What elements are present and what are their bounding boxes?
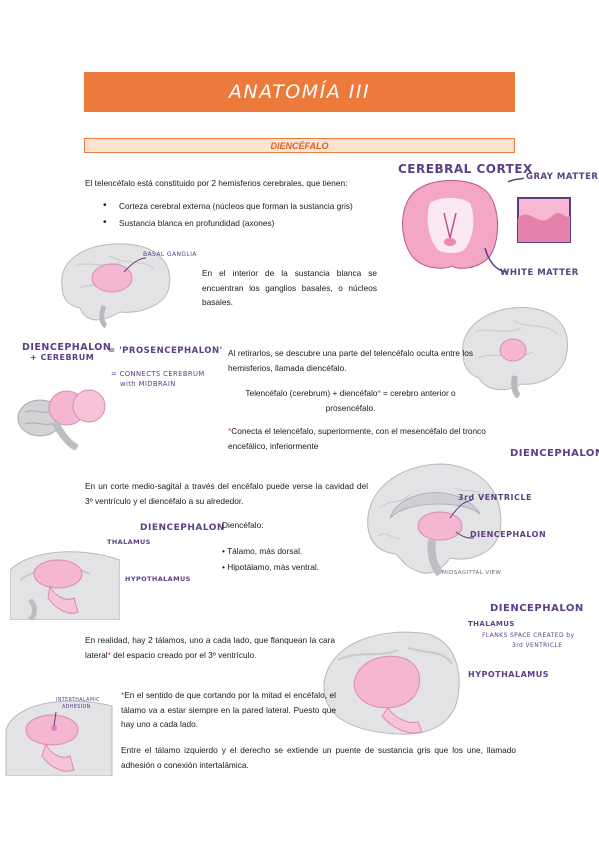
sagittal-text: En un corte medio-sagital a través del e… xyxy=(85,481,368,506)
intro-text: El telencéfalo está constituido por 2 he… xyxy=(85,178,348,188)
hypothalamus-label-2: HYPOTHALAMUS xyxy=(468,670,550,679)
connects-label-1: = CONNECTS CEREBRUM xyxy=(111,370,205,378)
diencephalon-label: DIENCEPHALON xyxy=(22,342,112,353)
brain-lateral-figure xyxy=(455,302,575,399)
list-item: • Tálamo, más dorsal. xyxy=(222,545,303,556)
diencephalon-sagittal-label: DIENCEPHALON xyxy=(470,530,547,539)
section-title: DIENCÉFALO xyxy=(270,140,329,151)
basal-ganglia-label: BASAL GANGLIA xyxy=(143,251,197,258)
sagittal-illustration xyxy=(367,463,502,577)
formula-result: = cerebro anterior o prosencéfalo. xyxy=(325,388,456,413)
page-title: ANATOMÍA III xyxy=(228,81,371,103)
thalami-text-b: del espacio creado por el 3º ventrículo. xyxy=(110,649,257,660)
list-item: Sustancia blanca en profundidad (axones) xyxy=(85,216,385,231)
list-item: • Hipotálamo, más ventral. xyxy=(222,562,319,572)
cerebrum-label: + CEREBRUM xyxy=(30,353,95,362)
thalami-illustration xyxy=(323,631,460,735)
basal-ganglia-figure: BASAL GANGLIA xyxy=(50,236,200,329)
prosencephalon-text-3: *Conecta el telencéfalo, superiormente, … xyxy=(228,424,513,453)
title-banner: ANATOMÍA III xyxy=(84,72,515,112)
thalamus-label: THALAMUS xyxy=(107,538,151,546)
flanks-label-1: FLANKS SPACE CREATED by xyxy=(482,632,575,639)
cortex-title-label: CEREBRAL CORTEX xyxy=(398,162,533,176)
parts-title-label: DIENCEPHALON xyxy=(140,523,225,533)
thalami-text: En realidad, hay 2 tálamos, uno a cada l… xyxy=(85,633,335,662)
thalami-figure xyxy=(318,624,463,739)
thalami-title-label: DIENCEPHALON xyxy=(490,603,584,614)
thalami-text-a: En realidad, hay 2 tálamos, uno a cada l… xyxy=(85,635,335,660)
formula-text: Telencéfalo (cerebrum) + diencéfalo xyxy=(245,388,378,398)
section-banner: DIENCÉFALO xyxy=(84,138,515,153)
sagittal-figure xyxy=(360,458,510,578)
flanks-label-2: 3rd VENTRICLE xyxy=(512,642,563,649)
third-ventricle-label: 3rd VENTRICLE xyxy=(458,493,532,502)
connects-label-2: with MIDBRAIN xyxy=(120,380,176,388)
parts-illustration xyxy=(9,551,121,622)
cortex-illustration xyxy=(402,177,571,273)
diencephalon-3d-figure xyxy=(15,378,125,452)
intro-list: Corteza cerebral externa (núcleos que fo… xyxy=(85,199,385,231)
sagittal-title-label: DIENCEPHALON xyxy=(510,448,599,459)
diencephalon-3d-illustration xyxy=(17,389,106,452)
prosencephalon-text-1: Al retirarlos, se descubre una parte del… xyxy=(228,348,473,373)
list-item: Corteza cerebral externa (núcleos que fo… xyxy=(85,199,385,214)
hypothalamus-label: HYPOTHALAMUS xyxy=(125,575,191,583)
interthalamic-label-1: INTERTHALAMIC xyxy=(56,698,100,703)
prosencephalon-label: = 'PROSENCEPHALON' xyxy=(108,346,223,356)
star-mark: * xyxy=(107,649,111,660)
adhesion-figure: INTERTHALAMIC ADHESION xyxy=(4,690,114,777)
brain-lateral-illustration xyxy=(462,306,569,399)
brain-basal-illustration xyxy=(61,243,171,329)
star-mark: * xyxy=(377,388,381,398)
adhesion-explanation: En el sentido de que cortando por la mit… xyxy=(121,690,336,729)
parts-figure xyxy=(9,540,121,622)
adhesion-text-2: Entre el tálamo izquierdo y el derecho s… xyxy=(121,745,516,770)
star-mark: * xyxy=(228,426,232,436)
white-matter-label: WHITE MATTER xyxy=(500,268,579,278)
adhesion-illustration xyxy=(5,700,113,777)
prosencephalon-formula: Telencéfalo (cerebrum) + diencéfalo* = c… xyxy=(238,386,463,415)
basal-text: En el interior de la sustancia blanca se… xyxy=(202,268,377,307)
parts-heading: Diencéfalo: xyxy=(222,520,264,530)
star-mark: * xyxy=(121,690,125,700)
parts-block: Diencéfalo: • Tálamo, más dorsal. • Hipo… xyxy=(222,518,362,575)
cerebral-cortex-figure: CEREBRAL CORTEX GRAY MATTER WHITE MATTER xyxy=(390,158,599,288)
midsagittal-view-label: MIDSAGITTAL VIEW xyxy=(442,570,502,576)
adhesion-text-1: *En el sentido de que cortando por la mi… xyxy=(121,688,336,732)
intro-block: El telencéfalo está constituido por 2 he… xyxy=(85,176,385,231)
interthalamic-label-2: ADHESION xyxy=(62,705,91,710)
gray-matter-label: GRAY MATTER xyxy=(526,172,599,182)
connects-text: Conecta el telencéfalo, superiormente, c… xyxy=(228,426,486,451)
thalamus-label-2: THALAMUS xyxy=(468,620,515,628)
